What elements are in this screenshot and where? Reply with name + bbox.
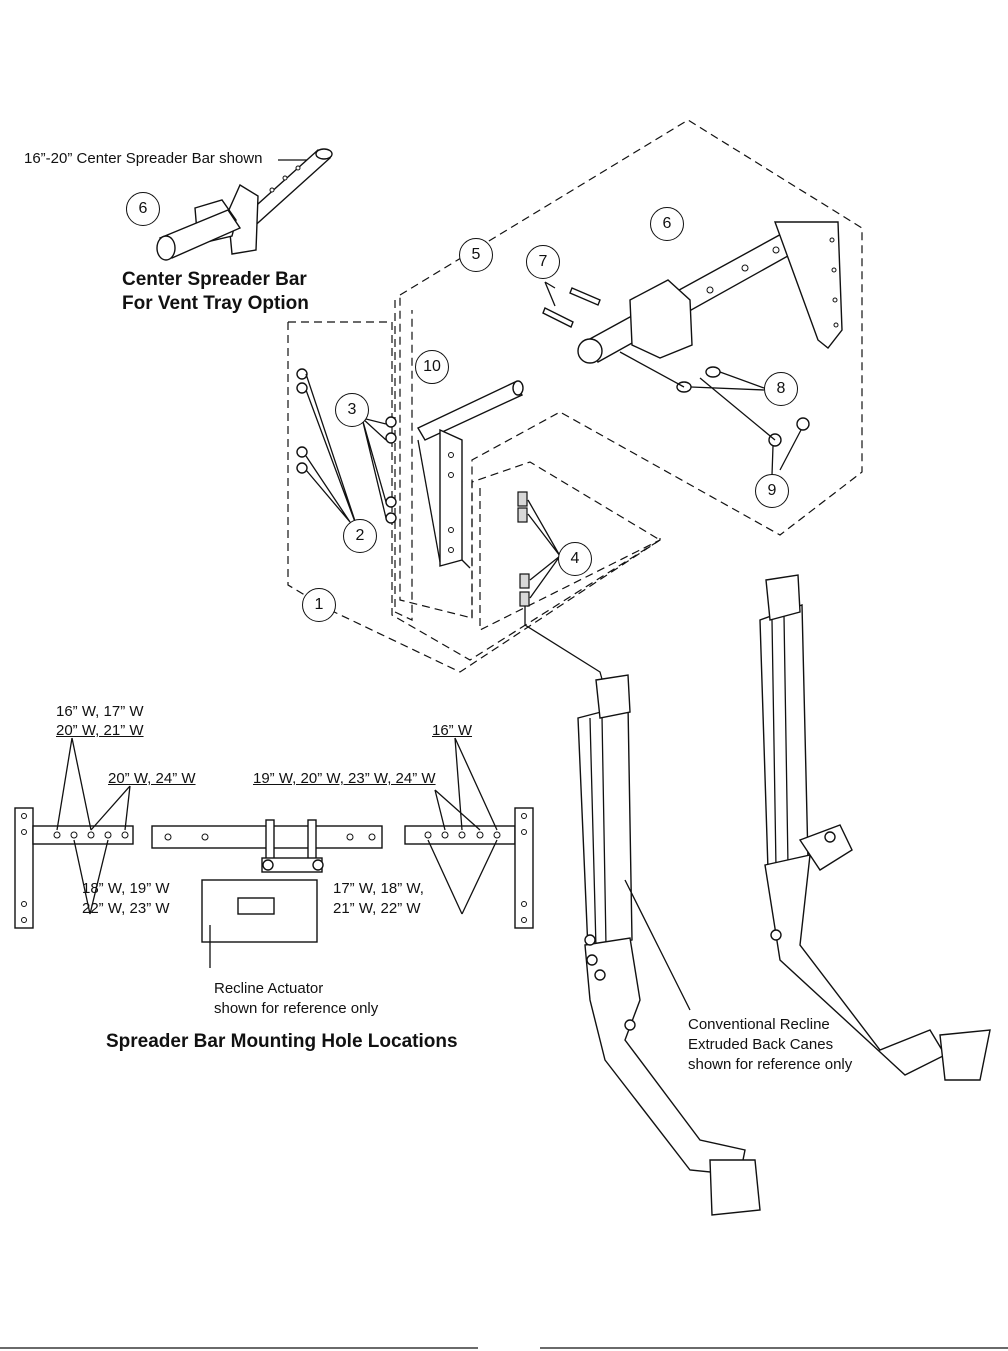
mounting-hole-locations-drawing <box>14 737 534 968</box>
callout-9: 9 <box>755 474 789 508</box>
callout-8: 8 <box>764 372 798 406</box>
callout-4: 4 <box>558 542 592 576</box>
callout-6: 6 <box>650 207 684 241</box>
vent-tray-heading-line1: Center Spreader Bar <box>122 269 307 290</box>
hole-label-19-20-23-24: 19” W, 20” W, 23” W, 24” W <box>253 770 436 787</box>
center-spreader-bar-shown-label: 16”-20” Center Spreader Bar shown <box>24 150 263 167</box>
screws-and-nuts <box>296 368 397 531</box>
callout-7: 7 <box>526 245 560 279</box>
actuator-label-line2: shown for reference only <box>214 1000 379 1017</box>
clips-part-4 <box>517 491 606 691</box>
canes-label-line3: shown for reference only <box>688 1056 853 1073</box>
hole-label-21-22: 21” W, 22” W <box>333 900 421 917</box>
bracket-part-10 <box>417 380 524 569</box>
hole-label-18-19: 18” W, 19” W <box>82 880 170 897</box>
callout-2: 2 <box>343 519 377 553</box>
mounting-holes-heading: Spreader Bar Mounting Hole Locations <box>106 1031 458 1052</box>
main-spreader-bar-drawing <box>577 221 843 364</box>
hole-label-22-23: 22” W, 23” W <box>82 900 170 917</box>
vent-tray-spreader-bar-drawing <box>156 148 333 261</box>
callout-3: 3 <box>335 393 369 427</box>
hole-label-20-21: 20” W, 21” W <box>56 722 144 739</box>
callout-1: 1 <box>302 588 336 622</box>
hole-label-16-17: 16” W, 17” W <box>56 703 144 720</box>
assembly-boundaries <box>287 119 863 673</box>
hole-label-17-18: 17” W, 18” W, <box>333 880 424 897</box>
callout-10: 10 <box>415 350 449 384</box>
callout-5: 5 <box>459 238 493 272</box>
bolts-part-7 <box>542 281 601 328</box>
canes-label-line2: Extruded Back Canes <box>688 1036 834 1053</box>
hole-label-20-24: 20” W, 24” W <box>108 770 196 787</box>
actuator-label-line1: Recline Actuator <box>214 980 324 997</box>
washers-and-nuts <box>619 351 810 476</box>
recline-back-canes-drawing <box>577 574 991 1216</box>
canes-label-line1: Conventional Recline <box>688 1016 830 1033</box>
hole-label-16-right: 16” W <box>432 722 473 739</box>
callout-6-vent: 6 <box>126 192 160 226</box>
vent-tray-heading-line2: For Vent Tray Option <box>122 293 309 314</box>
